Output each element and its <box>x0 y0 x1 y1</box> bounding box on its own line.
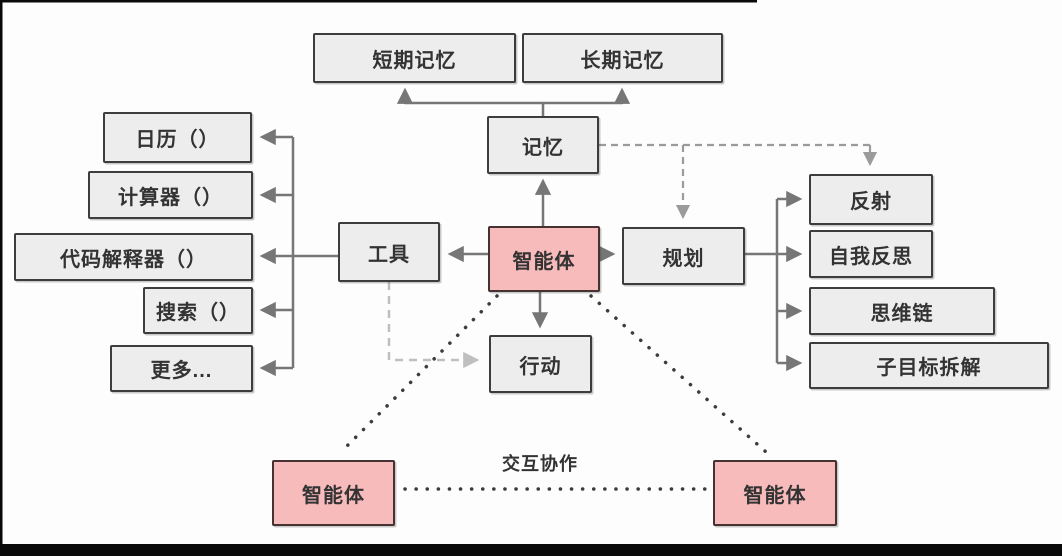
node-subgoal-decomposition: 子目标拆解 <box>809 342 1049 389</box>
node-action-label: 行动 <box>519 355 562 378</box>
node-tools-label: 工具 <box>368 243 410 266</box>
node-short-term-memory: 短期记忆 <box>313 33 516 83</box>
node-calculator: 计算器（） <box>88 171 253 219</box>
node-planning-label: 规划 <box>662 247 705 270</box>
node-code-interpreter: 代码解释器（） <box>14 233 253 281</box>
node-subgoal-decomposition-label: 子目标拆解 <box>876 357 982 379</box>
node-memory-label: 记忆 <box>522 136 564 159</box>
node-reflection: 反射 <box>809 174 933 225</box>
node-agent-bottom-left-label: 智能体 <box>302 484 365 507</box>
node-more: 更多... <box>110 345 253 392</box>
node-reflection-label: 反射 <box>850 191 892 213</box>
node-long-term-memory: 长期记忆 <box>522 33 723 83</box>
edge-memory-to-long-term <box>543 87 631 105</box>
node-search-label: 搜索（） <box>156 302 240 324</box>
node-agent-center-label: 智能体 <box>512 250 576 273</box>
node-tools: 工具 <box>338 222 440 282</box>
edge-dotted-agent-to-bottom-right <box>589 294 768 454</box>
node-chain-of-thought-label: 思维链 <box>870 302 934 325</box>
node-calendar: 日历（） <box>103 112 252 163</box>
node-agent-bottom-left: 智能体 <box>272 460 395 526</box>
node-agent-bottom-right-label: 智能体 <box>743 484 807 507</box>
edge-tools-dashed-to-action <box>387 282 480 369</box>
node-agent-center: 智能体 <box>488 226 600 292</box>
node-planning: 规划 <box>622 227 745 285</box>
node-calculator-label: 计算器（） <box>118 186 223 209</box>
edge-memory-to-short-term <box>396 87 545 116</box>
node-long-term-memory-label: 长期记忆 <box>580 49 665 72</box>
node-action: 行动 <box>489 335 592 393</box>
collaboration-edge-label: 交互协作 <box>502 454 578 474</box>
node-search: 搜索（） <box>143 287 253 334</box>
node-chain-of-thought: 思维链 <box>809 287 995 335</box>
node-self-reflection: 自我反思 <box>809 230 933 278</box>
node-short-term-memory-label: 短期记忆 <box>372 49 457 72</box>
node-code-interpreter-label: 代码解释器（） <box>60 248 207 271</box>
node-agent-bottom-right: 智能体 <box>713 460 837 526</box>
node-more-label: 更多... <box>150 360 213 382</box>
node-memory: 记忆 <box>487 116 599 174</box>
node-calendar-label: 日历（） <box>135 129 220 151</box>
edge-dotted-agent-to-bottom-left <box>339 294 499 454</box>
node-self-reflection-label: 自我反思 <box>829 245 913 268</box>
